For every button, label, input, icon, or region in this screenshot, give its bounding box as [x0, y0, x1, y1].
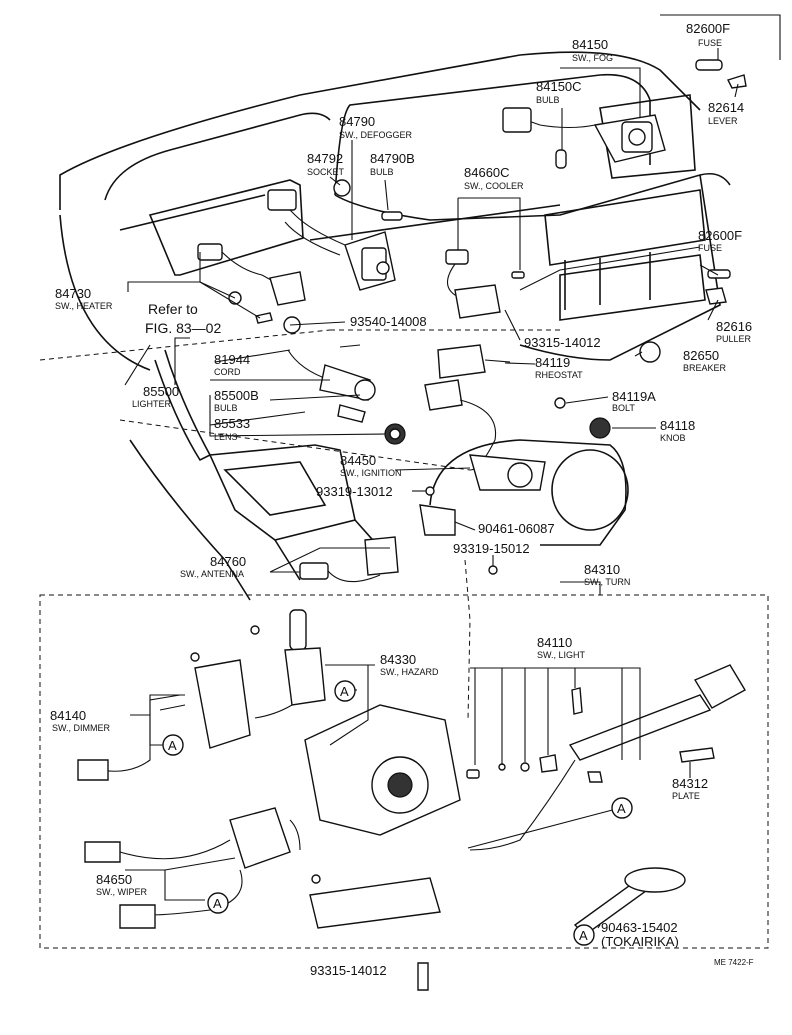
part-desc-84119: RHEOSTAT	[535, 370, 583, 380]
part-desc-82600f-mid: FUSE	[698, 243, 722, 253]
part-number-84119: 84119	[535, 355, 570, 370]
part-number-93540-14008: 93540-14008	[350, 314, 427, 329]
part-number-84450: 84450	[340, 453, 376, 468]
part-number-85533: 85533	[214, 416, 250, 431]
part-number-82614: 82614	[708, 100, 744, 115]
marker-a-light: A	[617, 801, 626, 816]
part-desc-85500b: BULB	[214, 403, 238, 413]
part-desc-84790b: BULB	[370, 167, 394, 177]
part-number-84140: 84140	[50, 708, 86, 723]
part-number-84330: 84330	[380, 652, 416, 667]
part-desc-85500: LIGHTER	[132, 399, 172, 409]
part-number-84150c: 84150C	[536, 79, 582, 94]
part-desc-85533: LENS	[214, 432, 238, 442]
part-number-85500b: 85500B	[214, 388, 259, 403]
part-desc-84312: PLATE	[672, 791, 700, 801]
part-number-82600f-top: 82600F	[686, 21, 730, 36]
part-desc-82650: BREAKER	[683, 363, 727, 373]
part-number-84792: 84792	[307, 151, 343, 166]
part-desc-84119a: BOLT	[612, 403, 635, 413]
part-number-93319-15012: 93319-15012	[453, 541, 530, 556]
marker-a-hazard: A	[340, 684, 349, 699]
part-desc-84730: SW., HEATER	[55, 301, 113, 311]
part-number-93319-13012: 93319-13012	[316, 484, 393, 499]
part-number-84760: 84760	[210, 554, 246, 569]
part-labels: 82600F FUSE 84150 SW., FOG 84150C BULB 8…	[50, 21, 754, 978]
part-desc-82600f-top: FUSE	[698, 38, 722, 48]
part-number-84790b: 84790B	[370, 151, 415, 166]
part-desc-84760: SW., ANTENNA	[180, 569, 244, 579]
part-desc-84792: SOCKET	[307, 167, 345, 177]
part-desc-84150c: BULB	[536, 95, 560, 105]
marker-a-dimmer: A	[168, 738, 177, 753]
part-desc-84140: SW., DIMMER	[52, 723, 110, 733]
part-desc-84118: KNOB	[660, 433, 686, 443]
part-number-93315-14012-a: 93315-14012	[524, 335, 601, 350]
part-number-82650: 82650	[683, 348, 719, 363]
part-desc-84650: SW., WIPER	[96, 887, 148, 897]
part-number-81944: 81944	[214, 352, 250, 367]
upper-components	[197, 59, 747, 583]
marker-a-wiper: A	[213, 896, 222, 911]
part-number-84650: 84650	[96, 872, 132, 887]
part-number-93315-14012-b: 93315-14012	[310, 963, 387, 978]
part-number-84119a: 84119A	[612, 389, 656, 404]
part-desc-81944: CORD	[214, 367, 241, 377]
part-number-84730: 84730	[55, 286, 91, 301]
part-number-84660c: 84660C	[464, 165, 510, 180]
part-number-82616: 82616	[716, 319, 752, 334]
part-number-82600f-mid: 82600F	[698, 228, 742, 243]
part-desc-90463-15402: (TOKAIRIKA)	[601, 934, 679, 949]
turn-switch-assembly	[39, 559, 769, 991]
part-desc-82616: PULLER	[716, 334, 752, 344]
part-desc-84330: SW., HAZARD	[380, 667, 439, 677]
part-desc-82614: LEVER	[708, 116, 738, 126]
refer-text-line2: FIG. 83—02	[145, 320, 221, 336]
part-desc-84450: SW., IGNITION	[340, 468, 402, 478]
part-number-84312: 84312	[672, 776, 708, 791]
part-number-85500: 85500	[143, 384, 179, 399]
part-number-84790: 84790	[339, 114, 375, 129]
part-desc-84790: SW., DEFOGGER	[339, 130, 413, 140]
marker-a-legend: A	[579, 928, 588, 943]
part-number-84118: 84118	[660, 418, 695, 433]
part-desc-84660c: SW., COOLER	[464, 181, 524, 191]
drawing-code: ME 7422-F	[714, 958, 754, 967]
part-desc-84310: SW., TURN	[584, 577, 630, 587]
circle-markers: A A A A A	[162, 680, 633, 946]
refer-text-line1: Refer to	[148, 301, 198, 317]
part-number-84310: 84310	[584, 562, 620, 577]
part-number-84110: 84110	[537, 635, 572, 650]
part-number-84150: 84150	[572, 37, 608, 52]
part-number-90461-06087: 90461-06087	[478, 521, 555, 536]
part-desc-84150: SW., FOG	[572, 53, 613, 63]
part-number-90463-15402: 90463-15402	[601, 920, 678, 935]
part-desc-84110: SW., LIGHT	[537, 650, 586, 660]
